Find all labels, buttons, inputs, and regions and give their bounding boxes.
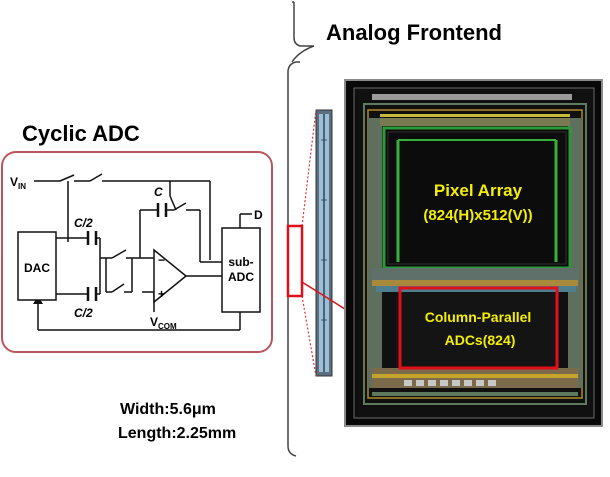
dac-block: [17, 231, 57, 301]
opamp-plus-label: +: [158, 287, 165, 301]
width-label: Width:5.6μm: [120, 401, 216, 418]
cyclic-adc-title: Cyclic ADC: [22, 121, 140, 146]
pixel-array-size-label: (824(H)x512(V)): [423, 207, 532, 224]
cap-top-label: C/2: [74, 216, 93, 230]
pixel-array-label: Pixel Array: [434, 181, 523, 200]
opamp-minus-label: −: [158, 253, 165, 267]
analog-frontend-label: Analog Frontend: [326, 20, 502, 45]
circuit-box: [1, 151, 273, 353]
output-d-label: D: [254, 208, 263, 222]
length-bracket: [287, 61, 300, 457]
subadc-block: [221, 227, 261, 313]
dac-label: DAC: [24, 261, 50, 275]
capacitor-top: [86, 231, 98, 245]
column-strip: [315, 109, 333, 377]
circuit-wires: [34, 173, 252, 331]
adc-array-label: Column-Parallel: [425, 309, 532, 325]
subadc-label-line2: ADC: [228, 270, 254, 284]
subadc-label-line1: sub-: [228, 255, 253, 269]
cap-bottom-label: C/2: [74, 306, 93, 320]
adc-count-label: ADCs(824): [445, 332, 516, 348]
chip-layout: [344, 79, 603, 427]
length-label: Length:2.25mm: [118, 425, 237, 442]
column-highlight-box: [286, 224, 304, 298]
capacitor-feedback: [156, 203, 168, 217]
capacitor-bottom: [86, 287, 98, 301]
vcom-label: VCOM: [150, 315, 177, 331]
opamp-symbol: [153, 248, 188, 304]
cap-feedback-label: C: [154, 185, 163, 199]
zoom-lines: [301, 109, 317, 377]
vin-label: VIN: [10, 175, 26, 191]
analog-frontend-bracket: [291, 1, 315, 63]
